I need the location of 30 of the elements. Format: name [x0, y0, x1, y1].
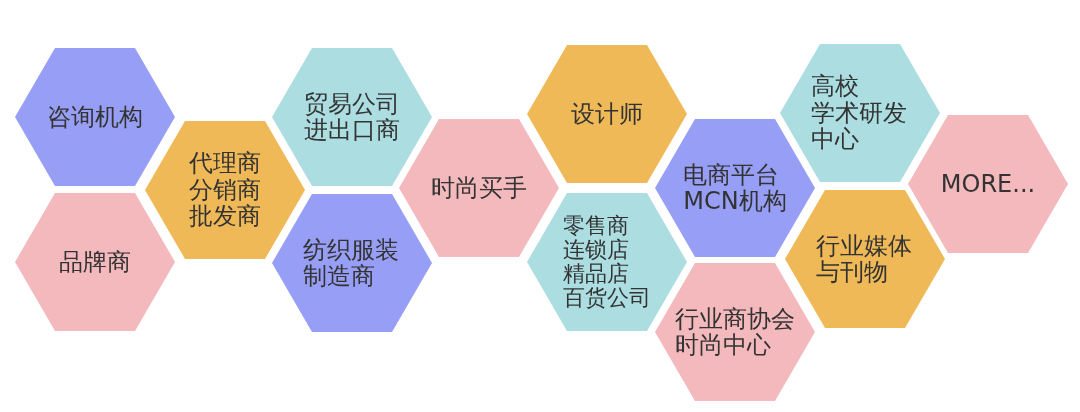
- node-label: 进出口商: [304, 117, 400, 144]
- node-label: 行业商协会: [675, 305, 795, 332]
- node-label: 连锁店: [563, 237, 629, 262]
- node-label: 精品店: [563, 262, 629, 287]
- node-label: 咨询机构: [47, 103, 143, 131]
- hexagon-tile: [655, 263, 815, 401]
- node-label: 品牌商: [59, 248, 131, 276]
- hexagon-tile: [145, 121, 305, 259]
- node-label: 学术研发中心: [811, 99, 909, 153]
- node-label: 设计师: [571, 100, 643, 128]
- node-label: 纺织服装制造商: [303, 236, 401, 290]
- node-label: MCN机构: [683, 188, 787, 215]
- node-label: 分销商: [189, 176, 261, 204]
- node-label: 电商平台: [683, 161, 780, 188]
- hexagon-tile: [399, 119, 559, 257]
- node-label: 批发商: [189, 203, 261, 230]
- node-label: MORE...: [940, 170, 1036, 198]
- node-label: 行业媒体与刊物: [816, 232, 914, 286]
- node-label: 高校: [811, 73, 860, 100]
- hexagon-tile: [15, 48, 175, 186]
- hexagon-tile: [15, 193, 175, 331]
- node-label: 百货公司: [563, 286, 651, 311]
- hexagon-tile: [272, 48, 432, 186]
- node-label: 零售商: [563, 213, 629, 238]
- hexagon-tile: [780, 44, 940, 182]
- node-label: 时尚中心: [675, 332, 771, 359]
- hexagon-tile: [272, 194, 432, 332]
- node-label: 时尚买手: [431, 174, 527, 202]
- node-label: 代理商: [189, 150, 261, 177]
- node-label: 贸易公司: [304, 90, 400, 117]
